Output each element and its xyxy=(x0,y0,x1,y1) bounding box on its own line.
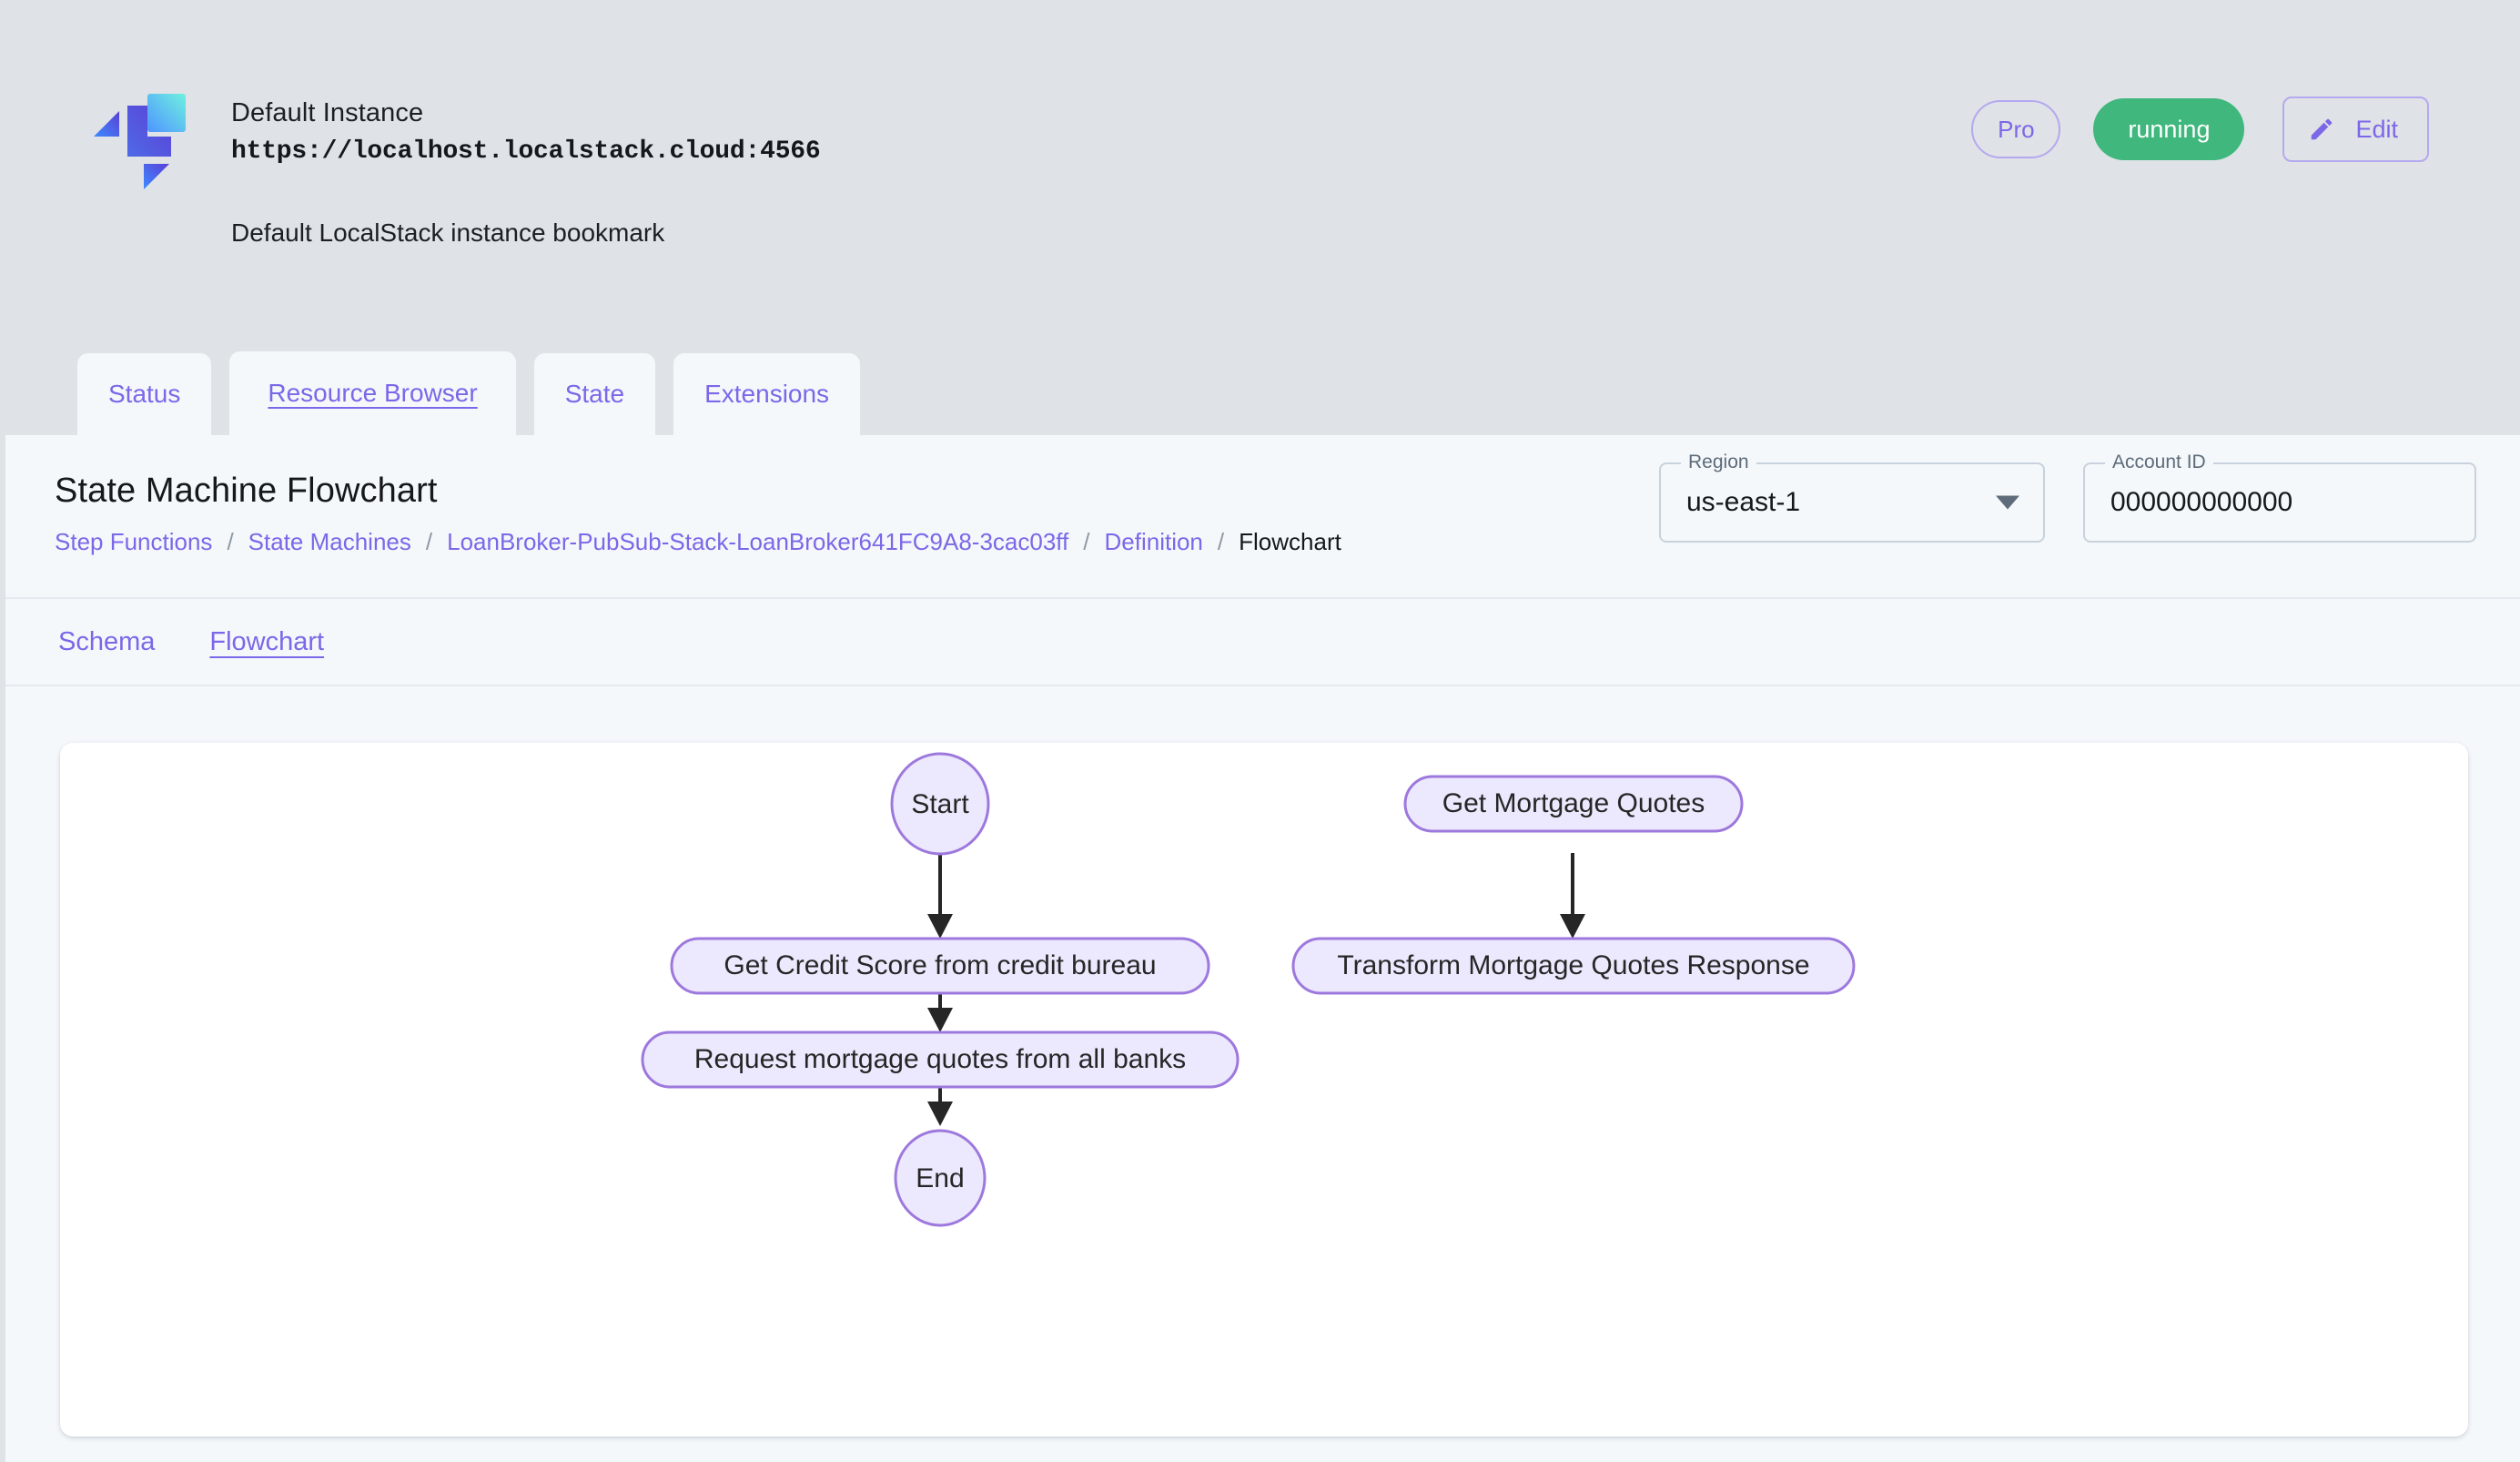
flow-node-request-mortgage-quotes[interactable]: Request mortgage quotes from all banks xyxy=(641,1031,1240,1089)
chevron-down-icon[interactable] xyxy=(1996,495,2019,510)
flow-node-request-mortgage-quotes-label: Request mortgage quotes from all banks xyxy=(694,1044,1186,1074)
page-header: State Machine Flowchart Step Functions /… xyxy=(5,435,2520,599)
tab-extensions-label: Extensions xyxy=(704,380,830,408)
flow-edge-start-to-credit xyxy=(927,853,953,939)
region-account-fields: Region us-east-1 Account ID 000000000000 xyxy=(1659,452,2476,543)
subtab-schema[interactable]: Schema xyxy=(58,627,155,657)
page-title: State Machine Flowchart xyxy=(55,472,438,510)
account-id-field[interactable]: Account ID 000000000000 xyxy=(2083,452,2476,543)
tab-resource-browser-label: Resource Browser xyxy=(268,379,478,407)
tab-status-label: Status xyxy=(108,380,181,408)
breadcrumb: Step Functions / State Machines / LoanBr… xyxy=(55,528,1341,556)
edit-button-label: Edit xyxy=(2355,115,2398,143)
flow-edge-credit-to-request xyxy=(927,993,953,1032)
subtab-flowchart[interactable]: Flowchart xyxy=(209,627,324,657)
flow-node-get-credit-score-label: Get Credit Score from credit bureau xyxy=(724,950,1156,980)
tab-state[interactable]: State xyxy=(533,353,656,435)
breadcrumb-item-step-functions[interactable]: Step Functions xyxy=(55,528,213,555)
flow-node-start[interactable]: Start xyxy=(890,752,990,856)
instance-description: Default LocalStack instance bookmark xyxy=(231,218,665,247)
tab-status[interactable]: Status xyxy=(77,353,212,435)
breadcrumb-separator: / xyxy=(425,528,433,555)
edit-button[interactable]: Edit xyxy=(2282,96,2429,162)
flowchart-card: Start Get Credit Score from credit burea… xyxy=(60,743,2468,1437)
header-actions: Pro running Edit xyxy=(1971,96,2429,162)
account-id-label: Account ID xyxy=(2105,452,2213,473)
instance-name: Default Instance xyxy=(231,98,424,127)
breadcrumb-separator: / xyxy=(1217,528,1225,555)
breadcrumb-separator: / xyxy=(1083,528,1090,555)
breadcrumb-item-definition[interactable]: Definition xyxy=(1104,528,1203,555)
instance-meta: Default Instance https://localhost.local… xyxy=(231,95,821,172)
breadcrumb-item-flowchart: Flowchart xyxy=(1239,528,1341,555)
region-label: Region xyxy=(1681,452,1756,473)
breadcrumb-item-state-machines[interactable]: State Machines xyxy=(248,528,411,555)
subtab-schema-label: Schema xyxy=(58,626,156,656)
region-value: us-east-1 xyxy=(1686,487,1801,517)
definition-subtabs: Schema Flowchart xyxy=(5,599,2520,686)
pro-badge[interactable]: Pro xyxy=(1971,100,2061,158)
flow-node-transform-mortgage-quotes-response-label: Transform Mortgage Quotes Response xyxy=(1337,950,1809,980)
localstack-logo-icon xyxy=(91,86,197,192)
status-badge: running xyxy=(2093,98,2245,160)
flow-edge-request-to-end xyxy=(927,1087,953,1126)
flow-node-end[interactable]: End xyxy=(894,1129,987,1227)
instance-url: https://localhost.localstack.cloud:4566 xyxy=(231,137,821,166)
region-select[interactable]: Region us-east-1 xyxy=(1659,452,2045,543)
flow-node-start-label: Start xyxy=(911,789,969,819)
flow-node-transform-mortgage-quotes-response[interactable]: Transform Mortgage Quotes Response xyxy=(1291,937,1856,995)
breadcrumb-separator: / xyxy=(227,528,234,555)
main-tabs: Status Resource Browser State Extensions xyxy=(0,351,2520,435)
account-id-value: 000000000000 xyxy=(2110,487,2293,517)
flow-node-get-mortgage-quotes-label: Get Mortgage Quotes xyxy=(1442,788,1705,818)
flowchart-diagram[interactable]: Start Get Credit Score from credit burea… xyxy=(60,743,2468,1437)
flow-node-end-label: End xyxy=(916,1163,964,1193)
breadcrumb-item-state-machine-name[interactable]: LoanBroker-PubSub-Stack-LoanBroker641FC9… xyxy=(447,528,1069,555)
flow-node-get-mortgage-quotes[interactable]: Get Mortgage Quotes xyxy=(1403,775,1744,833)
content-panel: State Machine Flowchart Step Functions /… xyxy=(0,435,2520,1462)
flow-edge-getquotes-to-transform xyxy=(1560,853,1585,939)
flow-node-get-credit-score[interactable]: Get Credit Score from credit bureau xyxy=(670,937,1210,995)
subtab-flowchart-label: Flowchart xyxy=(209,626,325,656)
tab-state-label: State xyxy=(564,380,625,408)
tab-extensions[interactable]: Extensions xyxy=(673,353,861,435)
tab-resource-browser[interactable]: Resource Browser xyxy=(229,351,516,435)
pencil-icon xyxy=(2308,116,2335,143)
